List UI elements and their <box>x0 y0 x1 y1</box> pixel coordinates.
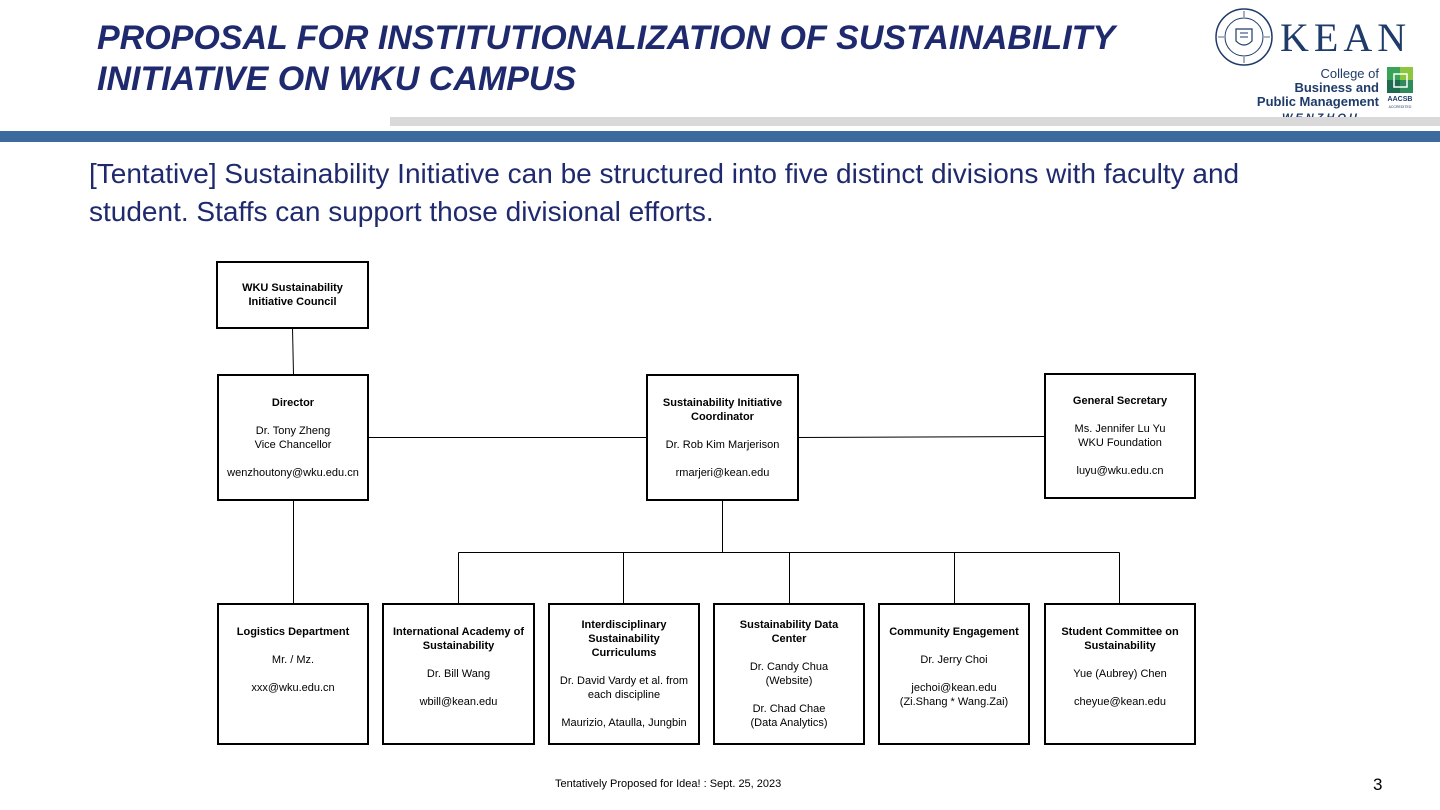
kean-wordmark: KEAN <box>1280 15 1412 60</box>
slide-title-line-1: PROPOSAL FOR INSTITUTIONALIZATION OF SUS… <box>97 19 1116 57</box>
aacsb-badge-icon: AACSB ACCREDITED <box>1387 67 1413 109</box>
academy-title-2: Sustainability <box>422 640 495 652</box>
datacenter-lead-1: Dr. Candy Chua <box>749 661 829 673</box>
slide-title: PROPOSAL FOR INSTITUTIONALIZATION OF SUS… <box>97 18 1207 100</box>
director-title: Director <box>271 396 315 409</box>
secretary-title: General Secretary <box>1072 395 1168 407</box>
college-line-3: Public Management <box>1256 94 1379 109</box>
datacenter-title-2: Center <box>771 633 807 645</box>
secretary-email: luyu@wku.edu.cn <box>1076 465 1164 477</box>
datacenter-lead-1-role: (Website) <box>765 675 813 687</box>
student-name: Yue (Aubrey) Chen <box>1073 668 1167 680</box>
subtitle-line-2: student. Staffs can support those divisi… <box>89 196 714 227</box>
kean-logo: KEAN College of Business and Public Mana… <box>1212 6 1427 128</box>
academy-title-1: International Academy of <box>392 626 524 638</box>
blue-divider-bar <box>0 131 1440 142</box>
svg-text:AACSB: AACSB <box>1388 96 1413 103</box>
datacenter-box: Sustainability Data Center Dr. Candy Chu… <box>713 603 865 745</box>
datacenter-lead-2-role: (Data Analytics) <box>750 717 828 729</box>
curriculum-title-1: Interdisciplinary <box>581 619 667 631</box>
community-email: jechoi@kean.edu <box>911 682 997 694</box>
svg-text:ACCREDITED: ACCREDITED <box>1389 105 1412 109</box>
curriculum-lead-2: each discipline <box>587 689 661 701</box>
director-name: Dr. Tony Zheng <box>255 424 331 437</box>
director-email: wenzhoutony@wku.edu.cn <box>227 466 359 479</box>
community-team: (Zi.Shang * Wang.Zai) <box>899 696 1009 708</box>
community-title: Community Engagement <box>889 626 1019 638</box>
secretary-box: General Secretary Ms. Jennifer Lu Yu WKU… <box>1044 373 1196 499</box>
logistics-name: Mr. / Mz. <box>271 654 315 666</box>
connector-coordinator-secretary <box>797 436 1046 438</box>
coordinator-title-2: Coordinator <box>691 410 754 423</box>
coordinator-box: Sustainability Initiative Coordinator Dr… <box>646 374 799 501</box>
secretary-org: WKU Foundation <box>1078 437 1162 449</box>
student-email: cheyue@kean.edu <box>1074 696 1166 708</box>
academy-name: Dr. Bill Wang <box>426 668 491 680</box>
coordinator-title-1: Sustainability Initiative <box>662 396 783 409</box>
page-number: 3 <box>1373 775 1383 794</box>
council-title-2: Initiative Council <box>248 296 337 308</box>
director-box: Director Dr. Tony Zheng Vice Chancellor … <box>217 374 369 501</box>
logistics-title: Logistics Department <box>236 626 350 638</box>
council-box: WKU Sustainability Initiative Council <box>216 261 369 329</box>
academy-box: International Academy of Sustainability … <box>382 603 535 745</box>
slide-subtitle: [Tentative] Sustainability Initiative ca… <box>89 155 1379 231</box>
kean-seal-icon <box>1215 8 1273 66</box>
college-line-1: College of <box>1320 66 1379 81</box>
council-title-1: WKU Sustainability <box>242 282 343 294</box>
community-box: Community Engagement Dr. Jerry Choi jech… <box>878 603 1030 745</box>
datacenter-title-1: Sustainability Data <box>739 619 839 631</box>
curriculum-members: Maurizio, Ataulla, Jungbin <box>561 717 687 729</box>
subtitle-line-1: [Tentative] Sustainability Initiative ca… <box>89 158 1240 189</box>
curriculum-title-3: Curriculums <box>591 647 657 659</box>
coordinator-name: Dr. Rob Kim Marjerison <box>665 438 780 451</box>
coordinator-email: rmarjeri@kean.edu <box>675 466 770 479</box>
slide-footer: Tentatively Proposed for Idea! : Sept. 2… <box>555 778 782 790</box>
community-name: Dr. Jerry Choi <box>920 654 988 666</box>
academy-email: wbill@kean.edu <box>419 696 498 708</box>
college-line-2: Business and <box>1294 80 1379 95</box>
logistics-email: xxx@wku.edu.cn <box>251 682 335 694</box>
director-role: Vice Chancellor <box>254 438 332 451</box>
logistics-box: Logistics Department Mr. / Mz. xxx@wku.e… <box>217 603 369 745</box>
gray-divider-bar <box>390 117 1440 126</box>
slide-title-line-2: INITIATIVE ON WKU CAMPUS <box>97 60 577 98</box>
secretary-name: Ms. Jennifer Lu Yu <box>1074 423 1166 435</box>
student-title-1: Student Committee on <box>1061 626 1179 638</box>
student-box: Student Committee on Sustainability Yue … <box>1044 603 1196 745</box>
curriculum-lead-1: Dr. David Vardy et al. from <box>559 675 689 687</box>
connector-council-director <box>292 327 294 376</box>
curriculum-box: Interdisciplinary Sustainability Curricu… <box>548 603 700 745</box>
datacenter-lead-2: Dr. Chad Chae <box>752 703 826 715</box>
curriculum-title-2: Sustainability <box>588 633 660 645</box>
student-title-2: Sustainability <box>1084 640 1156 652</box>
